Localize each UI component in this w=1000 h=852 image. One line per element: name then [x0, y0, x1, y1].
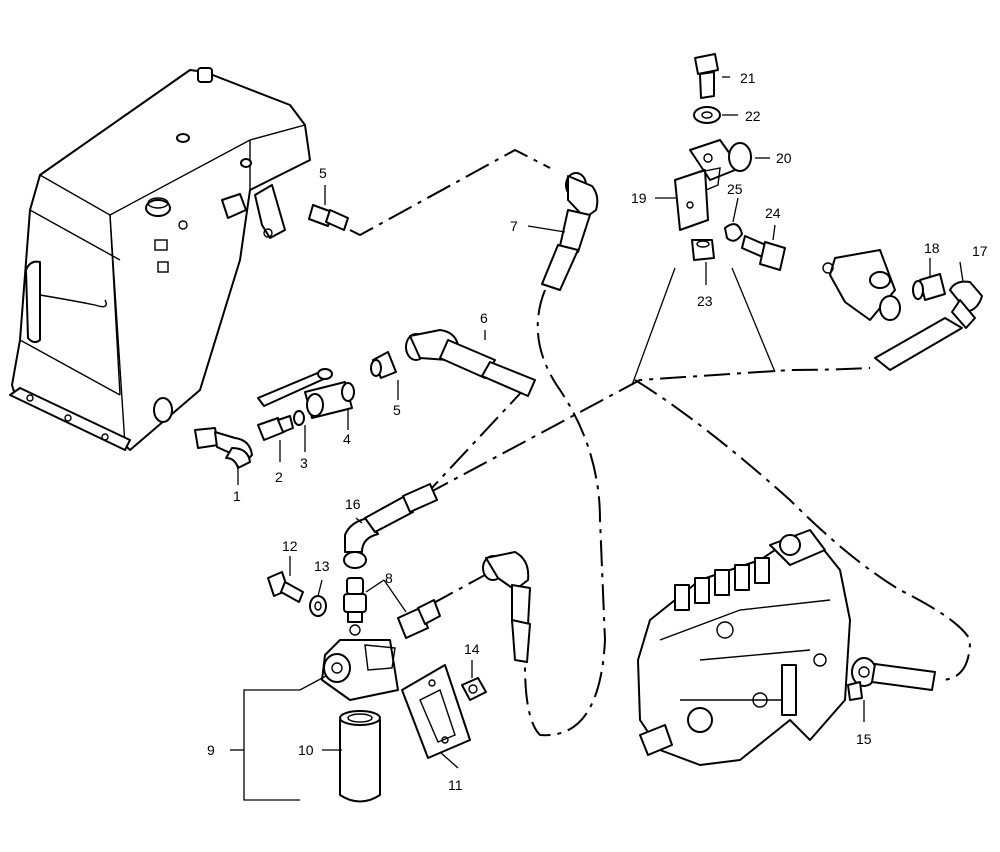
- fuel-tank: [9, 67, 311, 451]
- callout-15: 15: [856, 731, 872, 747]
- part-18-fitting: [912, 273, 946, 301]
- callout-1: 1: [233, 488, 241, 504]
- callout-10: 10: [298, 742, 314, 758]
- part-25-washer: [724, 223, 743, 242]
- return-line-upper: [349, 148, 551, 237]
- callout-13: 13: [314, 558, 330, 574]
- part-1-elbow-fitting: [194, 427, 253, 469]
- callout-19: 19: [631, 190, 647, 206]
- callout-21: 21: [740, 70, 756, 86]
- callout-8: 8: [385, 570, 393, 586]
- part-15-banjo-fitting: [847, 657, 936, 701]
- callout-5-upper: 5: [319, 165, 327, 181]
- part-6-hose-assembly: [405, 329, 536, 397]
- part-17-elbow-hose: [874, 280, 983, 371]
- part-23-nut: [691, 239, 715, 261]
- part-10-filter-element: [339, 710, 381, 803]
- part-3-washer: [293, 410, 305, 426]
- part-9-filter-head: [321, 624, 399, 701]
- callout-20: 20: [776, 150, 792, 166]
- callout-6: 6: [480, 310, 488, 326]
- callout-2: 2: [275, 469, 283, 485]
- callout-4: 4: [343, 431, 351, 447]
- part-21-bolt: [694, 53, 719, 99]
- part-11-mounting-bracket: [401, 664, 471, 759]
- injection-valve-manifold: [822, 249, 901, 321]
- callout-24: 24: [765, 205, 781, 221]
- part-13-washer: [309, 595, 327, 617]
- callout-18: 18: [924, 240, 940, 256]
- line-16-to-tank-area: [424, 367, 871, 496]
- part-22-washer: [693, 106, 721, 124]
- callout-25: 25: [727, 181, 743, 197]
- part-19-bracket: [674, 167, 721, 231]
- callout-12: 12: [282, 538, 298, 554]
- part-5-fitting-lower: [370, 351, 397, 379]
- callouts: 1 2 3 4 5 5 6 7 8 9 10 11 12 13 14 15 16…: [207, 70, 988, 793]
- part-14-nut: [461, 677, 487, 701]
- part-7-hose-assembly: [541, 172, 599, 291]
- callout-16: 16: [345, 496, 361, 512]
- part-2-adapter: [257, 415, 294, 441]
- callout-17: 17: [972, 243, 988, 259]
- part-24-bolt: [741, 235, 786, 271]
- part-20-clamp: [689, 139, 752, 181]
- line-8-feed: [429, 574, 486, 606]
- fuel-lines: [349, 148, 972, 737]
- part-16-hose-assembly: [343, 483, 438, 569]
- cross-line-to-pump: [634, 379, 972, 681]
- feed-hose-lower: [482, 551, 531, 663]
- callout-23: 23: [697, 293, 713, 309]
- part-5-fitting-upper: [308, 204, 349, 231]
- line-7-to-pump: [524, 289, 607, 737]
- part-8-fitting-vertical: [343, 577, 367, 623]
- callout-14: 14: [464, 641, 480, 657]
- line-6-to-8: [429, 384, 529, 491]
- callout-3: 3: [300, 455, 308, 471]
- leader-lines: [230, 76, 964, 801]
- callout-5-lower: 5: [393, 402, 401, 418]
- part-12-bolt: [267, 571, 304, 603]
- part-4-shutoff-valve: [257, 368, 355, 419]
- callout-11: 11: [448, 777, 463, 793]
- callout-22: 22: [745, 108, 761, 124]
- part-8-fitting-angled: [397, 599, 441, 639]
- injection-pump: [637, 529, 851, 766]
- callout-9: 9: [207, 742, 215, 758]
- callout-7: 7: [510, 218, 518, 234]
